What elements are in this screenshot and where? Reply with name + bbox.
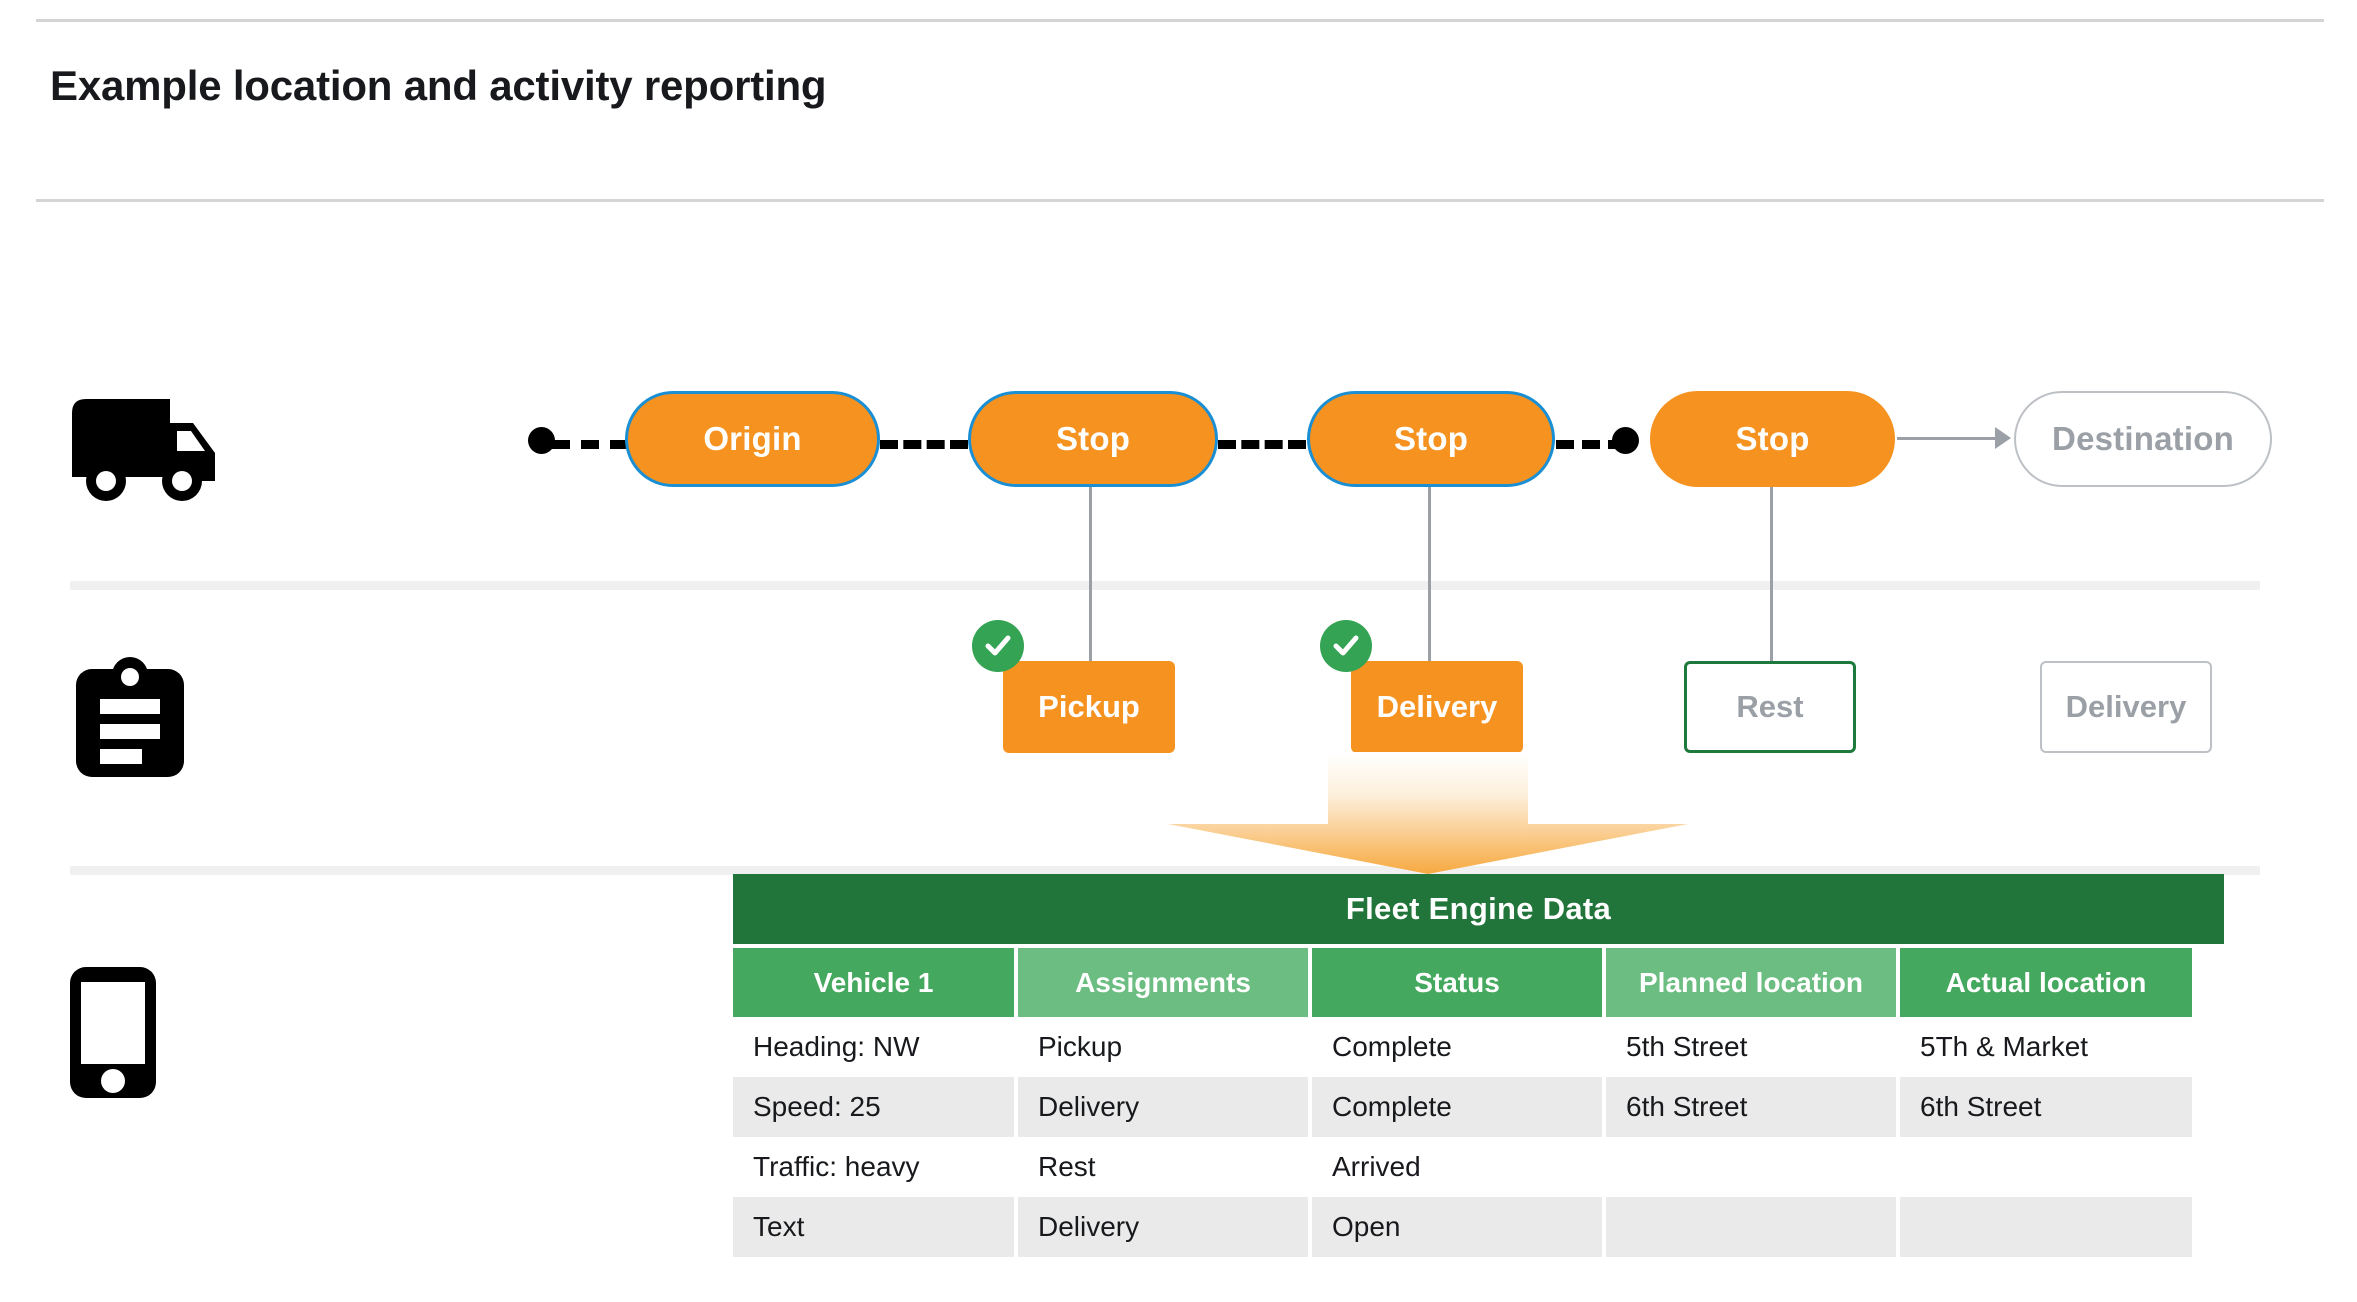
activity-box-delivery-pending[interactable]: Delivery	[2040, 661, 2212, 753]
cell-planned-location: 6th Street	[1604, 1077, 1900, 1137]
table-row[interactable]: Text Delivery Open	[733, 1197, 2192, 1257]
cell-status: Arrived	[1310, 1137, 1606, 1197]
table-header-row: Vehicle 1 Assignments Status Planned loc…	[733, 948, 2192, 1017]
timeline-arrow-to-destination	[1897, 437, 2005, 440]
check-circle-icon-pickup	[972, 620, 1024, 672]
timeline-dash-3	[1218, 440, 1306, 449]
timeline-node-label: Destination	[2052, 420, 2234, 457]
cell-planned-location	[1604, 1197, 1900, 1257]
timeline-dash-2	[880, 440, 968, 449]
connector-stop1-to-pickup	[1089, 487, 1092, 662]
activity-box-delivery[interactable]: Delivery	[1351, 661, 1523, 753]
divider-top	[36, 19, 2324, 22]
flow-arrow-down-icon	[1168, 752, 1688, 874]
table-row[interactable]: Traffic: heavy Rest Arrived	[733, 1137, 2192, 1197]
timeline-mid-dot	[1612, 427, 1639, 454]
timeline-node-destination[interactable]: Destination	[2014, 391, 2272, 487]
timeline-node-label: Stop	[1393, 420, 1469, 457]
column-header-vehicle[interactable]: Vehicle 1	[733, 948, 1018, 1017]
timeline-node-stop-1[interactable]: Stop	[968, 391, 1218, 487]
cell-assignment: Delivery	[1016, 1077, 1312, 1137]
activity-box-rest[interactable]: Rest	[1684, 661, 1856, 753]
cell-planned-location	[1604, 1137, 1900, 1197]
timeline-node-label: Stop	[1055, 420, 1131, 457]
activity-label: Pickup	[1038, 689, 1140, 724]
connector-stop3-to-rest	[1770, 487, 1773, 662]
fleet-engine-data-table: Vehicle 1 Assignments Status Planned loc…	[733, 948, 2192, 1257]
cell-vehicle: Speed: 25	[733, 1077, 1018, 1137]
cell-status: Open	[1310, 1197, 1606, 1257]
cell-assignment: Delivery	[1016, 1197, 1312, 1257]
timeline-arrow-head-icon	[1995, 427, 2011, 449]
fleet-engine-data-panel: Fleet Engine Data Vehicle 1 Assignments …	[733, 874, 2224, 1257]
cell-assignment: Pickup	[1016, 1017, 1312, 1077]
page-title: Example location and activity reporting	[50, 62, 827, 109]
divider-under-title	[36, 199, 2324, 202]
check-circle-icon-delivery	[1320, 620, 1372, 672]
timeline-node-label: Origin	[703, 420, 802, 457]
timeline-start-dot	[528, 427, 555, 454]
timeline-dash-4	[1556, 440, 1626, 449]
table-title: Fleet Engine Data	[733, 874, 2224, 944]
table-row[interactable]: Speed: 25 Delivery Complete 6th Street 6…	[733, 1077, 2192, 1137]
cell-assignment: Rest	[1016, 1137, 1312, 1197]
activity-label: Delivery	[2065, 689, 2187, 724]
cell-actual-location: 6th Street	[1898, 1077, 2192, 1137]
cell-planned-location: 5th Street	[1604, 1017, 1900, 1077]
cell-status: Complete	[1310, 1017, 1606, 1077]
cell-vehicle: Text	[733, 1197, 1018, 1257]
clipboard-icon	[70, 655, 190, 785]
cell-status: Complete	[1310, 1077, 1606, 1137]
cell-vehicle: Traffic: heavy	[733, 1137, 1018, 1197]
connector-stop2-to-delivery	[1428, 487, 1431, 662]
phone-icon	[68, 965, 158, 1105]
cell-vehicle: Heading: NW	[733, 1017, 1018, 1077]
cell-actual-location	[1898, 1197, 2192, 1257]
cell-actual-location: 5Th & Market	[1898, 1017, 2192, 1077]
column-header-status[interactable]: Status	[1310, 948, 1606, 1017]
column-header-actual-location[interactable]: Actual location	[1898, 948, 2192, 1017]
cell-actual-location	[1898, 1137, 2192, 1197]
column-header-assignments[interactable]: Assignments	[1016, 948, 1312, 1017]
activity-box-pickup[interactable]: Pickup	[1003, 661, 1175, 753]
activity-label: Delivery	[1376, 689, 1498, 724]
divider-band-vehicle-activity	[70, 581, 2260, 590]
timeline-node-label: Stop	[1735, 420, 1810, 457]
timeline-node-stop-3[interactable]: Stop	[1650, 391, 1895, 487]
timeline-dash-1	[552, 440, 628, 449]
divider-band-activity-device	[70, 866, 2260, 875]
table-row[interactable]: Heading: NW Pickup Complete 5th Street 5…	[733, 1017, 2192, 1077]
column-header-planned-location[interactable]: Planned location	[1604, 948, 1900, 1017]
truck-icon	[70, 395, 220, 510]
activity-label: Rest	[1736, 689, 1804, 724]
timeline-node-stop-2[interactable]: Stop	[1307, 391, 1555, 487]
timeline-node-origin[interactable]: Origin	[625, 391, 880, 487]
